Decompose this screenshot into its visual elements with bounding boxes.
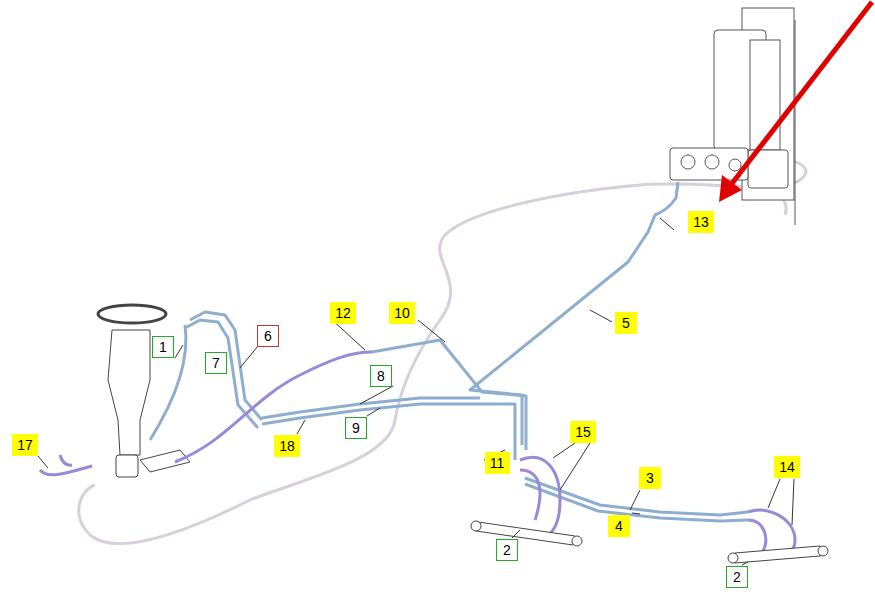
callout-number: 5 — [622, 315, 630, 331]
rod-eye — [572, 536, 582, 546]
pipe — [372, 340, 526, 450]
leader — [630, 490, 640, 510]
leader — [512, 530, 520, 538]
hose — [748, 520, 766, 553]
pipeline — [150, 182, 748, 521]
callout-number: 10 — [394, 305, 410, 321]
steering-wheel — [98, 305, 166, 323]
callout-number: 8 — [377, 368, 385, 384]
callout-number: 18 — [279, 438, 295, 454]
callout-number: 17 — [17, 437, 33, 453]
pointer-arrow — [719, 2, 872, 202]
callout-box: 18 — [274, 435, 300, 457]
hose — [40, 352, 795, 553]
leader — [768, 479, 780, 508]
callout-number: 12 — [335, 305, 351, 321]
leader — [660, 218, 674, 230]
leader — [367, 408, 380, 416]
callout-number: 4 — [615, 518, 623, 534]
hose — [748, 510, 795, 553]
arrow-head — [719, 175, 742, 202]
leader — [38, 456, 48, 468]
steering-column — [98, 305, 190, 477]
leader — [792, 479, 794, 525]
leader — [240, 346, 258, 368]
hose — [175, 352, 372, 462]
callout-box: 15 — [570, 421, 596, 443]
pipe — [262, 404, 515, 460]
callout-box: 13 — [688, 211, 714, 233]
bracket — [140, 450, 190, 472]
rod-eye — [728, 553, 738, 563]
callout-box: 8 — [370, 365, 392, 387]
pump-assembly — [670, 8, 795, 225]
callout-box: 7 — [205, 352, 227, 374]
callout-number: 1 — [159, 339, 167, 355]
cylinder — [476, 522, 575, 545]
arrow-shaft — [730, 2, 872, 186]
callout-box: 11 — [485, 452, 510, 474]
callout-box: 6 — [257, 325, 279, 347]
callout-box: 14 — [774, 456, 800, 478]
leader — [418, 320, 445, 342]
pipe — [470, 182, 678, 445]
callout-number: 3 — [646, 470, 654, 486]
hose — [60, 455, 72, 465]
callout-box: 1 — [152, 336, 174, 358]
steering-unit — [116, 455, 138, 477]
return-hose — [79, 157, 806, 544]
pipe — [190, 312, 262, 420]
callout-number: 14 — [779, 459, 795, 475]
leader — [553, 443, 575, 458]
bracket — [795, 20, 796, 225]
hose — [520, 470, 540, 520]
fitting — [681, 155, 695, 169]
callout-number: 2 — [503, 542, 511, 558]
fitting — [729, 159, 741, 171]
leader — [175, 345, 183, 358]
rod-eye — [818, 546, 828, 556]
leader — [360, 386, 393, 404]
callout-box: 3 — [639, 467, 661, 489]
leader — [742, 562, 748, 565]
leader — [560, 443, 590, 490]
leader — [297, 420, 305, 434]
callout-box: 9 — [345, 417, 367, 439]
cylinder — [735, 546, 820, 563]
callout-box: 2 — [496, 539, 518, 561]
leader — [590, 310, 612, 322]
leader-line — [38, 218, 794, 565]
callout-box: 10 — [389, 302, 415, 324]
column-body — [108, 330, 150, 455]
callout-number: 6 — [264, 328, 272, 344]
leader — [632, 513, 640, 514]
callout-box: 5 — [615, 312, 637, 334]
callout-box: 2 — [726, 566, 748, 588]
callout-number: 7 — [212, 355, 220, 371]
steering-cylinder — [471, 521, 828, 563]
callout-box: 12 — [330, 302, 356, 324]
callout-box: 4 — [608, 515, 630, 537]
filter — [750, 40, 780, 150]
callout-number: 15 — [575, 424, 591, 440]
rod-eye — [471, 521, 481, 531]
callout-number: 13 — [693, 214, 709, 230]
callout-number: 11 — [490, 455, 505, 471]
callout-box: 17 — [12, 434, 38, 456]
callout-number: 9 — [352, 420, 360, 436]
pipe — [150, 325, 186, 440]
hose — [520, 457, 560, 535]
fitting — [705, 155, 719, 169]
callout-number: 2 — [733, 569, 741, 585]
